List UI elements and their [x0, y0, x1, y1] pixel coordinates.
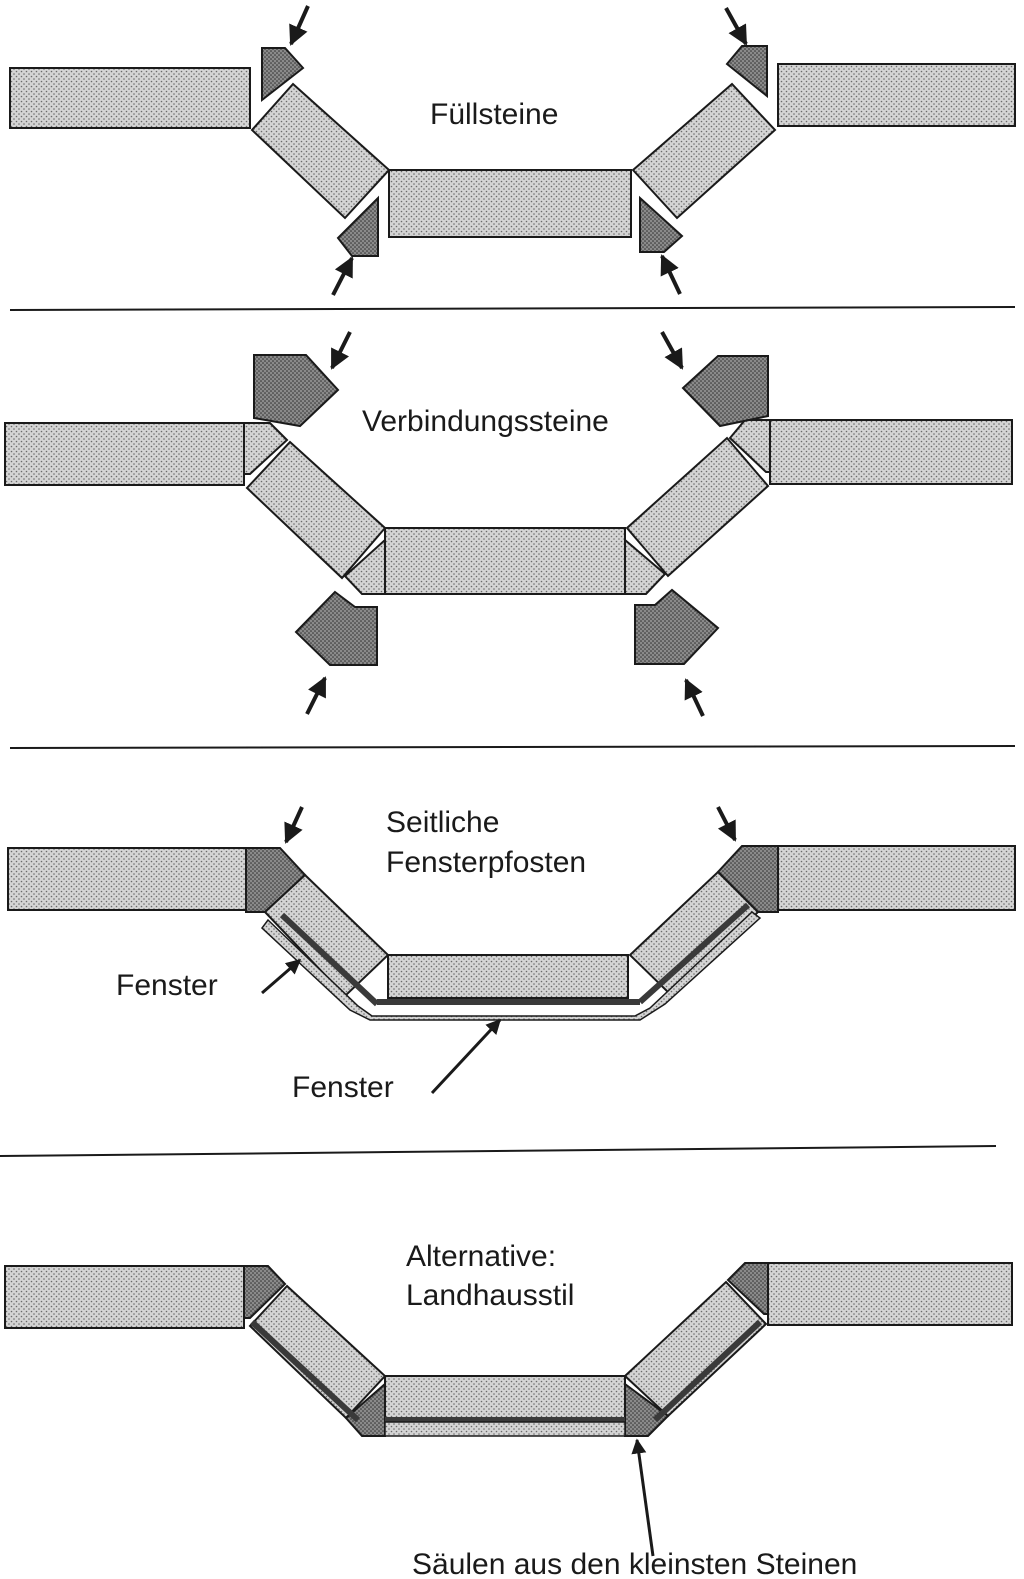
label-fuellsteine: Füllsteine [430, 98, 558, 131]
arrow-icon [724, 7, 748, 46]
label-fenster-side: Fenster [116, 969, 218, 1002]
window-strip-left [249, 1319, 361, 1423]
arrow-icon [289, 5, 310, 46]
angled-block-left [245, 440, 387, 580]
filler-stone-top-left [261, 47, 305, 103]
label-fensterpfosten: Fensterpfosten [386, 846, 586, 879]
connector-top-left [243, 422, 289, 475]
connector-bottom-left [343, 537, 386, 595]
angled-block-right [631, 82, 777, 220]
arrow-icon [284, 806, 304, 844]
arrow-icon [660, 331, 684, 370]
center-block [384, 1375, 626, 1419]
joint-stone-bottom-right [634, 588, 720, 665]
label-seitliche: Seitliche [386, 806, 499, 839]
label-fenster-front: Fenster [292, 1071, 394, 1104]
wall-right [777, 845, 1016, 911]
joint-stone-top-left [253, 354, 340, 428]
center-block [387, 954, 629, 999]
wall-left [9, 67, 251, 129]
divider [9, 306, 1016, 311]
window-strip-right [637, 902, 751, 1005]
arrow-icon [330, 331, 352, 370]
wall-right [769, 419, 1013, 485]
label-alternative: Alternative: [406, 1240, 556, 1273]
panel-verbindungssteine: Verbindungssteine [4, 331, 1013, 717]
divider [9, 745, 1016, 749]
window-strip-left [279, 912, 380, 1007]
mullion-right [716, 845, 779, 913]
connector-top-right [728, 419, 771, 473]
arrow-icon [430, 1018, 502, 1095]
angled-block-left [250, 82, 391, 220]
wall-right [777, 63, 1016, 127]
wall-left [4, 422, 245, 486]
filler-stone-bottom-right [639, 195, 684, 253]
angled-block-right [623, 1280, 768, 1418]
small-stone-column-left-top [243, 1265, 287, 1319]
window-sill [384, 1421, 626, 1437]
panel-landhausstil: Alternative: Landhausstil Säulen aus den… [4, 1240, 1013, 1579]
window-strip-right [652, 1319, 763, 1423]
arrow-icon [631, 1438, 655, 1557]
arrow-icon [261, 958, 302, 995]
wall-left [7, 847, 247, 911]
joint-stone-top-right [681, 355, 769, 428]
angled-block-left [248, 1284, 387, 1420]
filler-stone-top-right [725, 45, 768, 99]
filler-stone-bottom-left [336, 195, 379, 257]
panel-seitliche-fensterpfosten: Seitliche Fensterpfosten Fenster Fenster [7, 806, 1016, 1104]
wall-left [4, 1265, 245, 1329]
joint-stone-bottom-left [294, 590, 378, 666]
small-stone-column-right-top [726, 1262, 769, 1315]
center-block [384, 527, 626, 595]
arrow-icon [684, 678, 705, 717]
wall-right [767, 1262, 1013, 1326]
connector-bottom-right [624, 537, 667, 595]
label-saeulen: Säulen aus den kleinsten Steinen [412, 1548, 857, 1579]
label-verbindungssteine: Verbindungssteine [362, 405, 609, 438]
panel-fuellsteine: Füllsteine [9, 5, 1016, 296]
angled-block-right [625, 436, 770, 578]
label-landhausstil: Landhausstil [406, 1279, 574, 1312]
arrow-icon [331, 256, 354, 296]
window-sill [260, 911, 762, 1021]
arrow-icon [305, 676, 327, 715]
arrow-icon [660, 254, 682, 295]
divider [0, 1145, 997, 1157]
arrow-icon [716, 806, 737, 842]
center-block [388, 169, 632, 238]
